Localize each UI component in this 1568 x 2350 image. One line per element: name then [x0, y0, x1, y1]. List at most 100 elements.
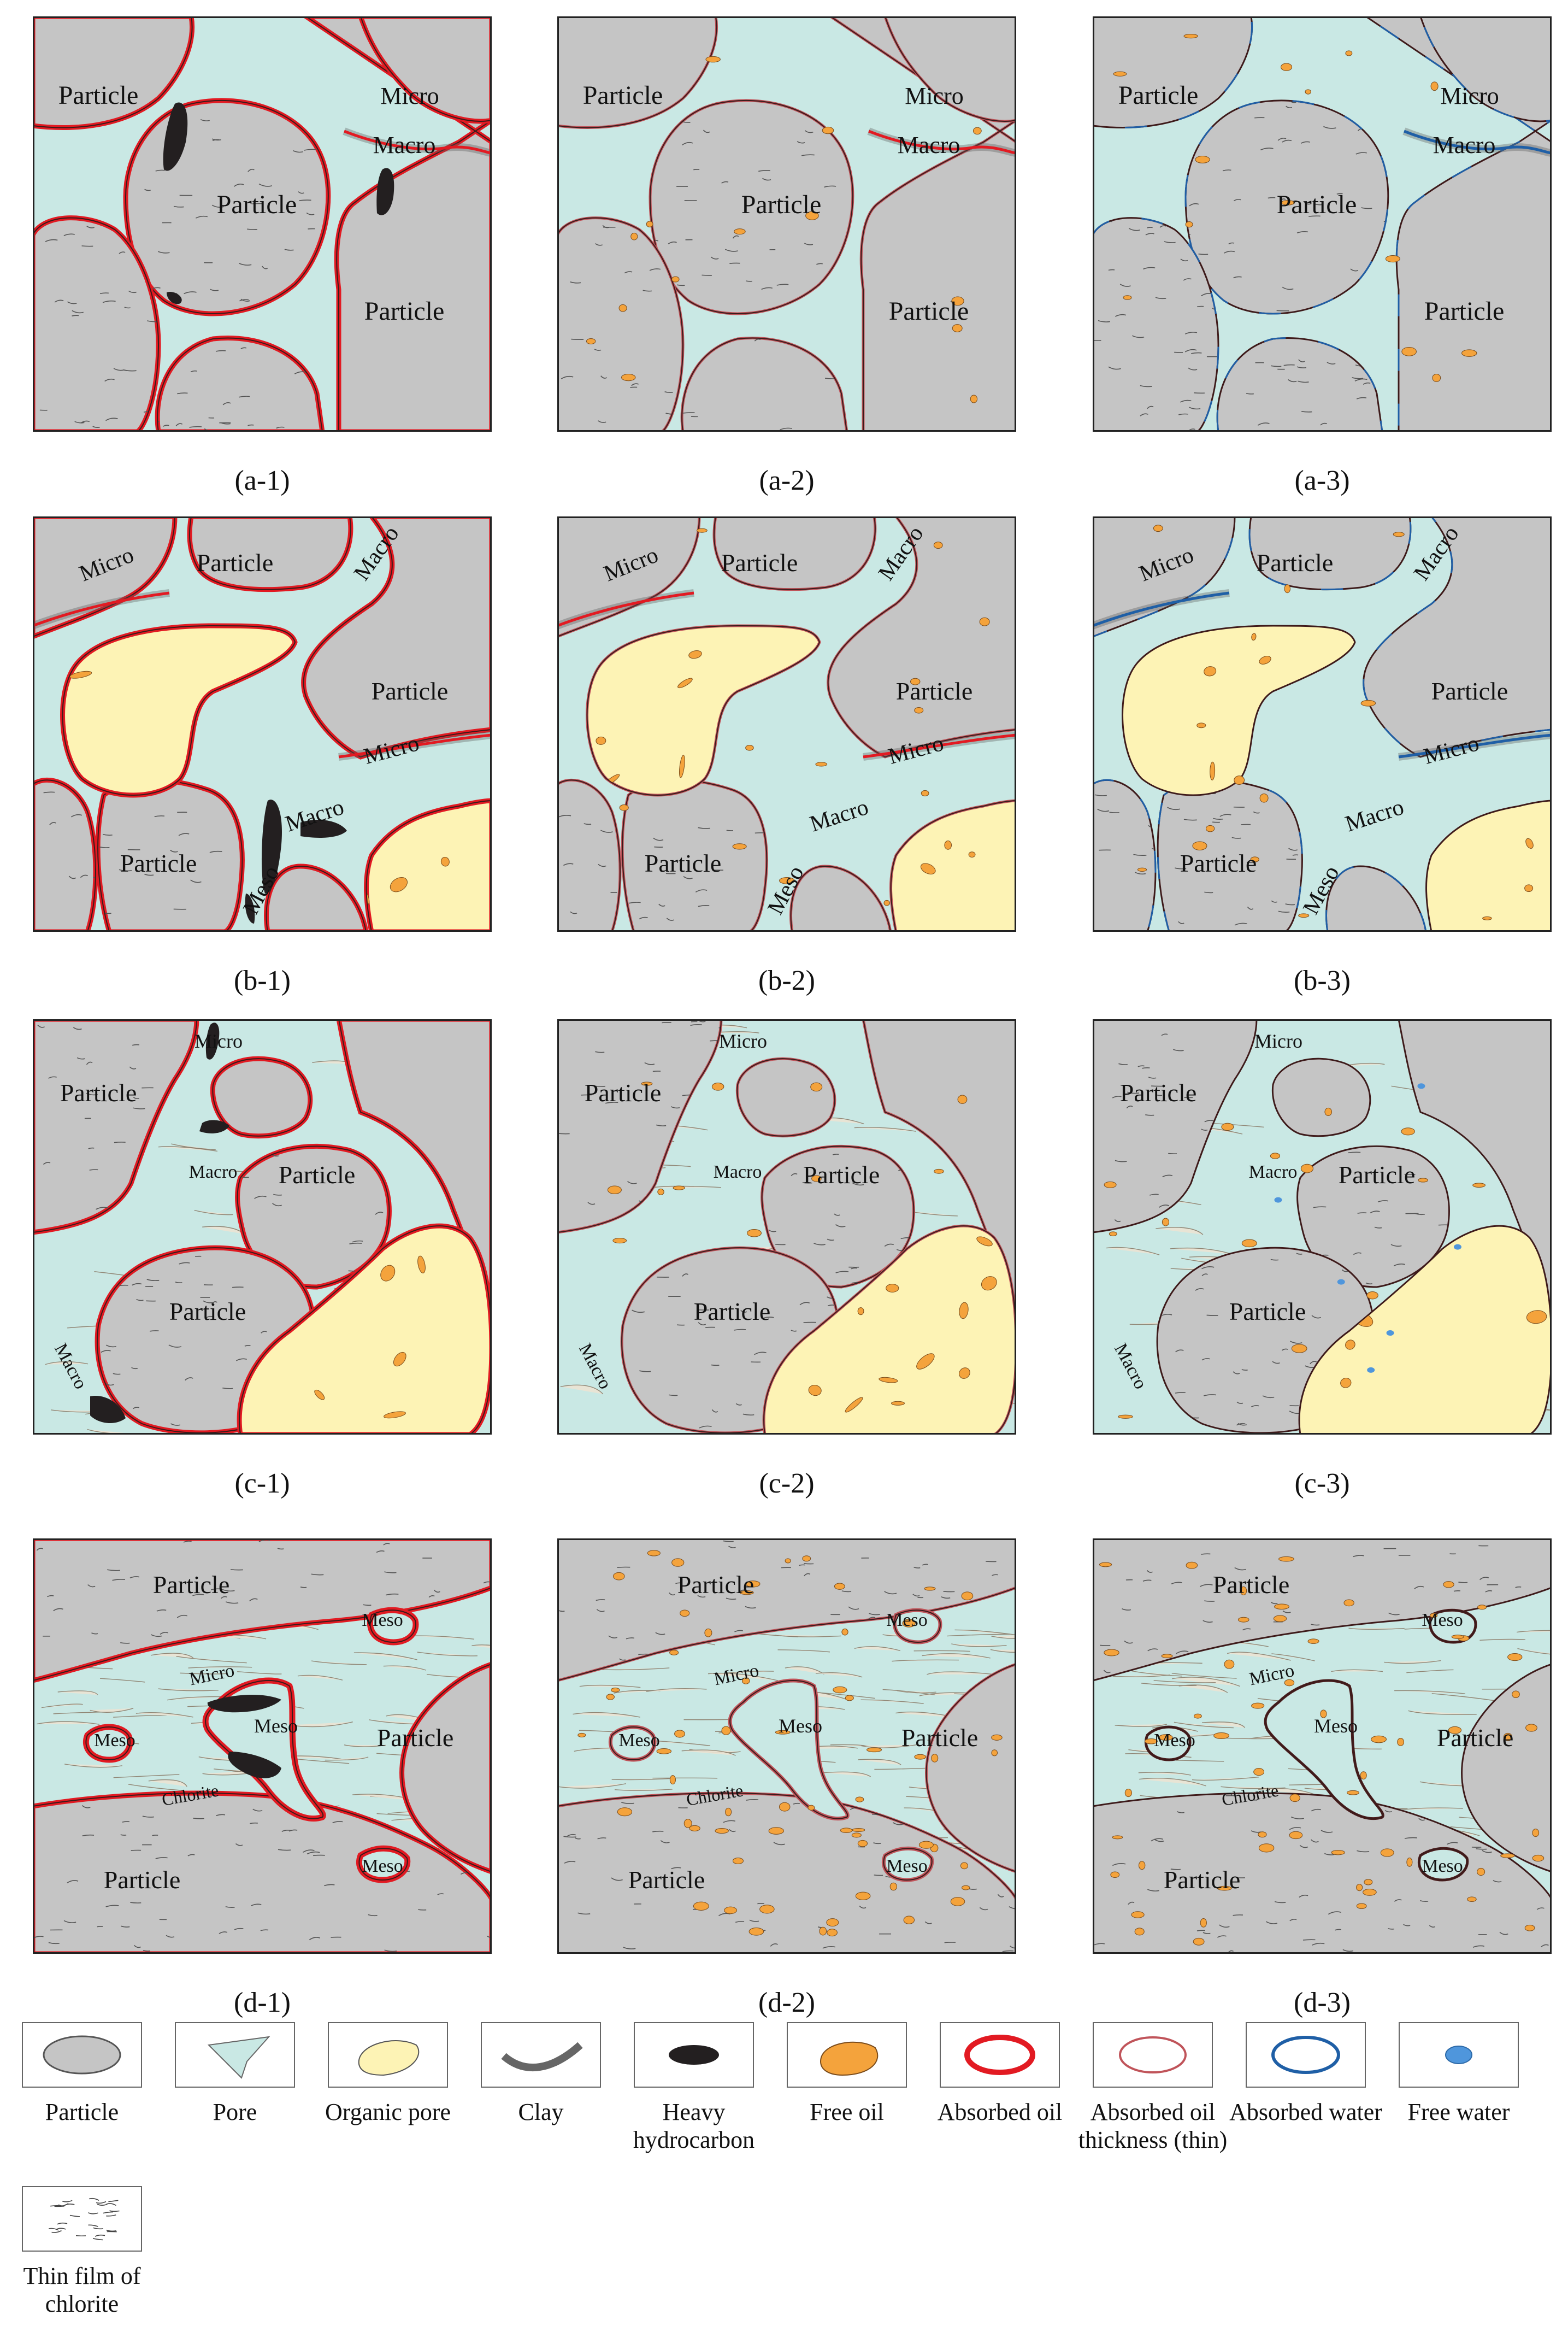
free-oil-droplets: [607, 1082, 968, 1406]
heavy-hydrocarbon: [261, 800, 282, 894]
panel-caption: (b-2): [758, 965, 815, 996]
pore-label: Macro: [714, 1162, 762, 1182]
heavy-hydrocarbon: [167, 292, 182, 304]
pore-label: Particle: [1339, 1161, 1416, 1189]
pore-label: Particle: [896, 677, 973, 705]
legend-label: Heavy hydrocarbon: [633, 2099, 755, 2153]
pore-label: Particle: [694, 1297, 771, 1325]
legend-item-organic-pore: Organic pore: [317, 2022, 470, 2186]
legend-label: Absorbed oil: [937, 2099, 1063, 2125]
pore-label: Meso: [1154, 1730, 1195, 1750]
pore-label: Macro: [373, 132, 436, 158]
chlorite-film-texture: [39, 225, 158, 428]
panel-caption: (a-2): [759, 465, 815, 496]
panel-caption: (d-2): [758, 1987, 815, 2018]
pore-label: Particle: [1229, 1297, 1306, 1325]
panel-caption: (b-3): [1294, 965, 1351, 996]
panel-caption: (a-3): [1294, 465, 1350, 496]
legend-swatch-clay: [481, 2022, 601, 2088]
heavy-hydrocarbon: [300, 820, 347, 838]
legend-label: Free oil: [810, 2099, 884, 2125]
pore-label: Particle: [677, 1571, 754, 1599]
panel-d-3-svg: ParticleParticleParticleMesoMesoMesoMeso…: [1093, 1538, 1552, 1954]
pore-label: Particle: [721, 549, 798, 577]
micro-pore-band: [863, 733, 1016, 759]
micro-pore-band: [557, 591, 694, 627]
legend-swatch-particle: [22, 2022, 142, 2088]
pore-label: Meso: [1422, 1856, 1463, 1876]
heavy-hydrocarbon: [163, 102, 188, 171]
pore-label: Particle: [741, 190, 822, 219]
pore-label: Particle: [1120, 1079, 1197, 1107]
legend-swatch-free-water: [1399, 2022, 1519, 2088]
legend-item-absorbed-oil-thin: Absorbed oil thickness (thin): [1078, 2022, 1235, 2186]
legend-item-absorbed-water: Absorbed water: [1229, 2022, 1388, 2186]
legend-label: Clay: [518, 2099, 564, 2125]
legend-swatch-absorbed-oil: [940, 2022, 1060, 2088]
micro-pore-band: [1404, 130, 1552, 155]
pore-label: Particle: [60, 1079, 137, 1107]
pore-label: Meso: [886, 1610, 928, 1630]
legend-item-free-oil: Free oil: [776, 2022, 929, 2186]
legend-item-chlorite-film: Thin film of chlorite: [11, 2186, 164, 2350]
legend-label: Particle: [45, 2099, 119, 2125]
free-oil-droplets: [586, 56, 982, 403]
pore-label: Particle: [901, 1724, 978, 1752]
micro-pore-band: [1398, 733, 1552, 759]
heavy-hydrocarbon: [376, 168, 394, 215]
panel-d-1-svg: ParticleParticleParticleMesoMesoMesoMeso…: [33, 1538, 492, 1954]
pore-label: Particle: [645, 849, 722, 877]
free-oil-in-organic-pore: [920, 863, 936, 874]
pore-label: Particle: [889, 297, 969, 326]
pore-label: Micro: [1254, 1030, 1302, 1052]
pore-label: Particle: [585, 1079, 662, 1107]
panel-caption: (d-3): [1294, 1987, 1351, 2018]
pore-label: Micro: [719, 1030, 767, 1052]
panel-caption: (d-1): [234, 1987, 291, 2018]
chlorite-film-texture: [563, 1793, 1016, 1952]
pore-label: Particle: [153, 1571, 230, 1599]
heavy-hydrocarbon: [199, 1120, 229, 1133]
free-oil-droplets: [1104, 1107, 1486, 1419]
pore-label: Meso: [94, 1730, 135, 1750]
free-oil-in-organic-pore: [596, 650, 702, 786]
free-water-droplets: [1274, 1083, 1461, 1373]
pore-label: Micro: [380, 83, 439, 109]
pore-label: Particle: [169, 1297, 246, 1325]
pore-label: Particle: [104, 1866, 181, 1894]
pore-label: Particle: [1213, 1571, 1290, 1599]
pore-label: Meso: [362, 1610, 403, 1630]
legend: Particle Pore Organic pore Clay Heavy hydroc…: [0, 2022, 1568, 2327]
legend-item-free-water: Free water: [1388, 2022, 1541, 2186]
heavy-hydrocarbon: [90, 1396, 126, 1424]
pore-label: Particle: [1424, 297, 1505, 326]
pore-label: Particle: [1164, 1866, 1241, 1894]
legend-label: Organic pore: [325, 2099, 451, 2125]
panel-d-2-svg: ParticleParticleParticleMesoMesoMesoMeso…: [557, 1538, 1016, 1954]
panel-caption: (a-1): [234, 465, 290, 496]
pore-label: Meso: [618, 1730, 660, 1750]
legend-item-heavy-hydrocarbon: Heavy hydrocarbon: [623, 2022, 776, 2186]
pore-label: Particle: [628, 1866, 705, 1894]
particle: [735, 1057, 836, 1138]
legend-swatch-chlorite-film: [22, 2186, 142, 2252]
legend-swatch-pore: [175, 2022, 295, 2088]
panel-caption: (c-1): [234, 1468, 290, 1499]
pore-label: Meso: [779, 1715, 822, 1737]
legend-swatch-free-oil: [787, 2022, 907, 2088]
legend-label: Pore: [213, 2099, 257, 2125]
pore-label: Particle: [1257, 549, 1334, 577]
chlorite-film-texture: [557, 815, 617, 914]
